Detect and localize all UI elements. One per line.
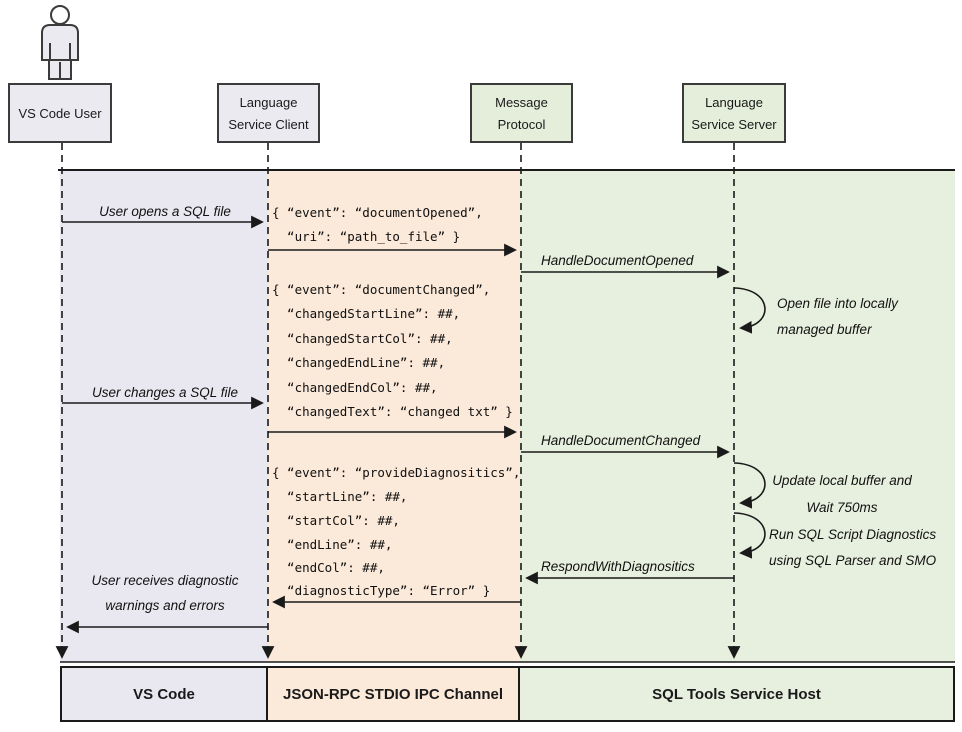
payload-document-changed-line: { “event”: “documentChanged”, — [272, 282, 491, 297]
payload-document-changed-line: “changedText”: “changed txt” } — [272, 404, 513, 419]
label-user-receives-line1: User receives diagnostic — [91, 573, 239, 588]
footer-vs-code: VS Code — [60, 666, 268, 722]
payload-provide-diagnostics-line: “diagnosticType”: “Error” } — [272, 583, 491, 598]
label-handle-document-changed: HandleDocumentChanged — [541, 433, 701, 448]
note-open-file-line2: managed buffer — [777, 322, 872, 337]
band-vscode — [60, 170, 268, 662]
payload-document-opened-line: “uri”: “path_to_file” } — [272, 229, 461, 244]
footer-label: JSON-RPC STDIO IPC Channel — [282, 685, 504, 703]
label-handle-document-opened: HandleDocumentOpened — [541, 253, 694, 268]
payload-document-changed-line: “changedEndCol”: ##, — [272, 380, 438, 395]
band-service-host — [520, 170, 955, 662]
payload-provide-diagnostics-line: “startCol”: ##, — [272, 513, 400, 528]
payload-document-opened-line: { “event”: “documentOpened”, — [272, 205, 483, 220]
band-ipc-channel — [268, 170, 520, 662]
label-user-receives-line2: warnings and errors — [105, 598, 225, 613]
payload-provide-diagnostics-line: “startLine”: ##, — [272, 489, 408, 504]
note-open-file-line1: Open file into locally — [777, 296, 898, 311]
payload-document-changed-line: “changedEndLine”: ##, — [272, 355, 446, 370]
actor-label-line1: Language — [239, 94, 298, 110]
user-actor-icon — [41, 5, 79, 80]
actor-label-line2: Protocol — [497, 116, 546, 132]
note-update-buffer-line1: Update local buffer and — [772, 473, 912, 488]
actor-label-line1: Language — [705, 94, 763, 110]
payload-document-changed-line: “changedStartLine”: ##, — [272, 306, 461, 321]
actor-label-line2: Service Server — [691, 116, 777, 132]
label-user-changes: User changes a SQL file — [91, 385, 239, 400]
footer-json-rpc-channel: JSON-RPC STDIO IPC Channel — [266, 666, 520, 722]
payload-provide-diagnostics-line: “endLine”: ##, — [272, 537, 393, 552]
actor-label-line2: Service Client — [228, 116, 309, 132]
note-run-diagnostics-line2: using SQL Parser and SMO — [769, 553, 937, 568]
actor-message-protocol: Message Protocol — [470, 83, 573, 143]
actor-language-service-client: Language Service Client — [217, 83, 320, 143]
label-respond-with-diagnostics: RespondWithDiagnositics — [541, 559, 695, 574]
actor-label: VS Code User — [18, 105, 102, 121]
actor-vs-code-user: VS Code User — [8, 83, 112, 143]
footer-label: SQL Tools Service Host — [652, 685, 821, 703]
payload-document-changed-line: “changedStartCol”: ##, — [272, 331, 453, 346]
actor-language-service-server: Language Service Server — [682, 83, 786, 143]
note-update-buffer-line2: Wait 750ms — [806, 500, 878, 515]
actor-label-line1: Message — [495, 94, 548, 110]
label-user-opens: User opens a SQL file — [99, 204, 231, 219]
payload-provide-diagnostics-line: “endCol”: ##, — [272, 560, 385, 575]
footer-label: VS Code — [133, 685, 195, 703]
note-run-diagnostics-line1: Run SQL Script Diagnostics — [769, 527, 937, 542]
footer-sql-tools-service-host: SQL Tools Service Host — [518, 666, 955, 722]
payload-provide-diagnostics-line: { “event”: “provideDiagnositics”, — [272, 465, 521, 480]
